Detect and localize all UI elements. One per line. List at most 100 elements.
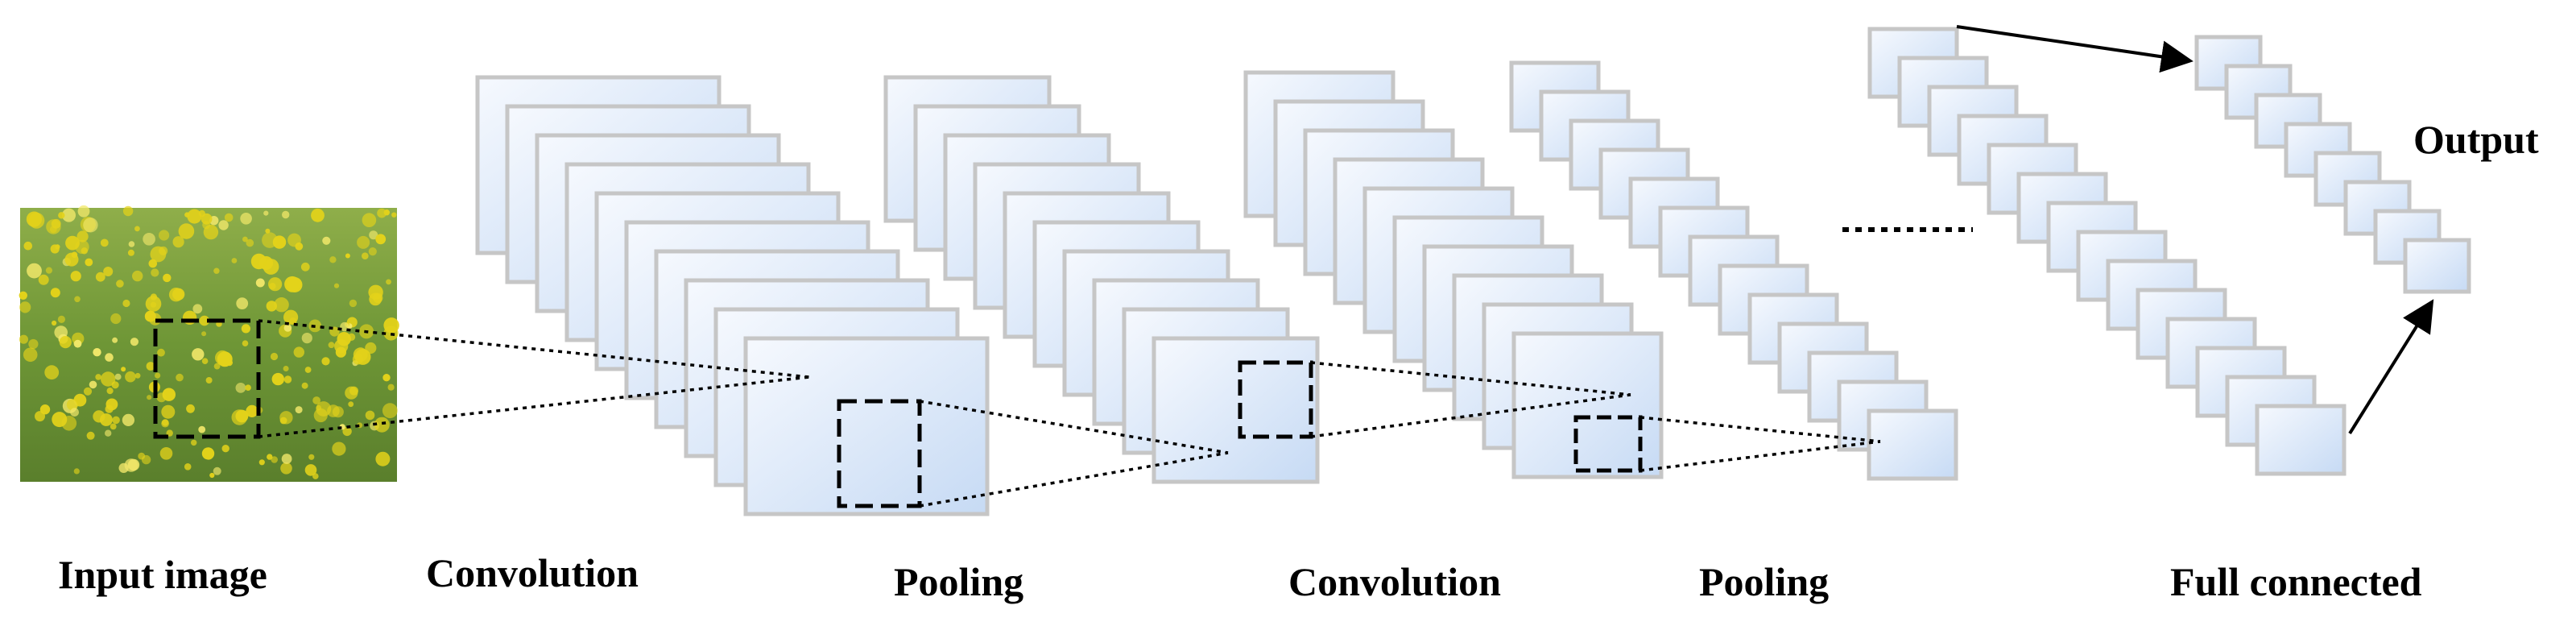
flower-dot — [301, 333, 312, 344]
flower-dot — [268, 277, 283, 292]
flower-dot — [209, 472, 215, 479]
flower-dot — [106, 388, 114, 395]
flower-dot — [246, 238, 254, 247]
flower-dot — [184, 212, 190, 218]
flower-dot — [145, 296, 162, 312]
full-connected-stack — [2194, 35, 2471, 294]
flower-dot — [382, 403, 398, 419]
flower-dot — [348, 401, 354, 408]
flower-dot — [134, 372, 141, 379]
flower-dot — [316, 401, 332, 417]
flower-dot — [266, 301, 277, 312]
flower-dot — [143, 233, 155, 246]
flower-dot — [95, 272, 105, 282]
flower-dot — [287, 233, 301, 247]
flower-dot — [178, 223, 195, 239]
flower-dot — [116, 280, 124, 288]
flower-dot — [59, 336, 72, 349]
flower-dot — [101, 371, 116, 387]
convolution-label-2: Convolution — [1288, 559, 1501, 604]
flower-dot — [46, 219, 61, 234]
flower-dot — [301, 382, 308, 389]
flower-dot — [199, 315, 210, 326]
flower-dot — [93, 348, 101, 357]
flower-dot — [147, 395, 152, 400]
flower-dot — [201, 447, 215, 460]
flower-dot — [58, 212, 65, 219]
flower-dot — [38, 274, 49, 285]
flower-dot — [23, 347, 38, 363]
flower-dot — [77, 205, 90, 218]
flower-dot — [329, 256, 337, 263]
flower-dot — [52, 320, 57, 326]
feature-map — [1511, 331, 1664, 479]
flower-dot — [224, 213, 234, 222]
flower-dot — [387, 383, 395, 391]
flower-dot — [312, 396, 320, 404]
conv2-window — [1573, 415, 1643, 473]
flower-dot — [198, 209, 205, 218]
flower-dot — [57, 315, 65, 323]
convolution-stack-1 — [475, 75, 990, 516]
flower-dot — [184, 463, 192, 471]
flower-dot — [345, 253, 350, 259]
flower-dot — [112, 416, 120, 425]
full-connected-label: Full connected — [2170, 559, 2422, 604]
projection-line — [258, 319, 810, 379]
flower-dot — [85, 258, 93, 267]
feature-map — [2403, 238, 2471, 294]
flower-dot — [282, 210, 290, 219]
flower-dot — [70, 408, 79, 417]
flower-dot — [304, 367, 312, 373]
flower-dot — [28, 212, 45, 229]
flower-dot — [111, 381, 119, 389]
flower-dot — [365, 410, 375, 421]
input-image — [19, 205, 399, 482]
feature-map — [1152, 336, 1320, 484]
projection-line — [258, 375, 810, 438]
flower-dot — [332, 442, 346, 456]
hidden-stack — [1867, 27, 2347, 476]
flower-dot — [71, 251, 78, 259]
feature-map — [743, 336, 990, 516]
flower-dot — [19, 301, 31, 313]
flower-dot — [300, 262, 310, 272]
flower-dot — [161, 404, 176, 419]
flower-dot — [263, 210, 269, 216]
convolution-stack-2 — [1243, 70, 1664, 479]
flower-dot — [362, 252, 369, 260]
flower-dot — [128, 241, 135, 247]
flower-dot — [375, 234, 387, 245]
flower-dot — [201, 358, 209, 365]
flower-dot — [151, 268, 159, 277]
flower-dot — [83, 387, 93, 396]
flower-dot — [112, 337, 118, 343]
flower-dot — [333, 283, 340, 288]
flower-dot — [245, 384, 251, 392]
flower-dot — [362, 213, 377, 228]
flower-dot — [382, 374, 391, 382]
flower-dot — [172, 236, 184, 248]
flower-dot — [110, 313, 122, 325]
flower-dot — [335, 346, 346, 358]
flower-dot — [321, 357, 330, 366]
flower-dot — [141, 454, 151, 465]
flower-dot — [70, 271, 81, 282]
flower-dot — [255, 278, 265, 288]
flower-dot — [283, 375, 292, 383]
flower-dot — [74, 296, 81, 303]
flower-dot — [271, 456, 279, 463]
flower-dot — [271, 372, 284, 386]
flower-dot — [274, 297, 289, 313]
flower-dot — [89, 380, 97, 389]
flower-dot — [353, 347, 368, 363]
flower-dot — [213, 466, 221, 475]
flower-dot — [217, 351, 233, 367]
flower-dot — [73, 468, 80, 475]
flower-dot — [118, 462, 129, 474]
flower-dot — [156, 392, 167, 403]
flower-dot — [250, 253, 267, 270]
flower-dot — [144, 310, 156, 322]
flower-dot — [122, 299, 130, 308]
